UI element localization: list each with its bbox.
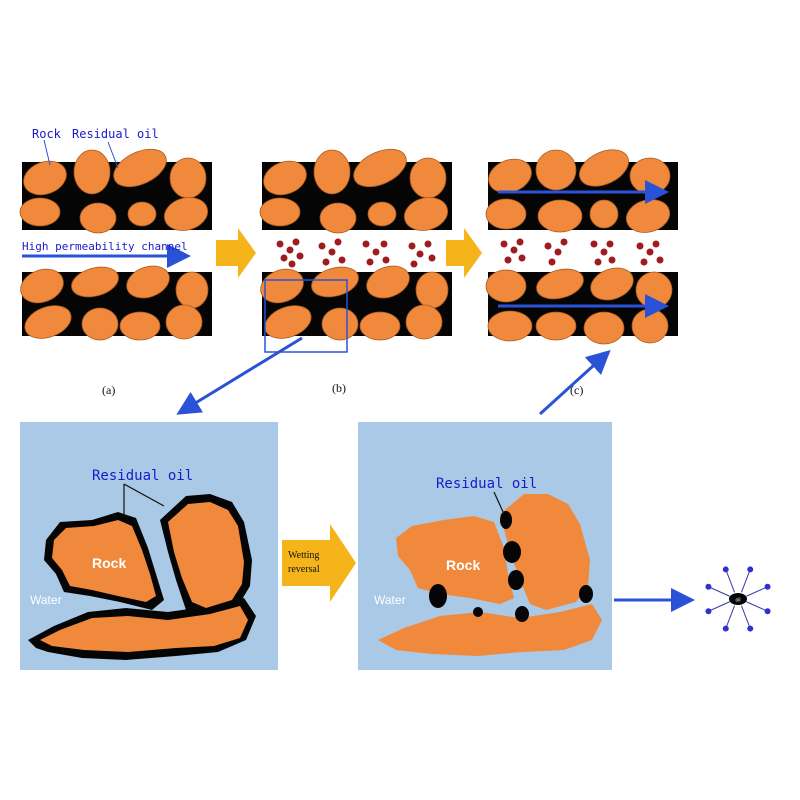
zoom-box	[264, 279, 348, 353]
rock-label: Rock	[446, 557, 480, 573]
yellow-arrow-a-b	[216, 228, 256, 278]
molecule-arm	[708, 601, 730, 612]
return-arrow	[538, 349, 611, 416]
rock-grains	[259, 148, 449, 341]
molecule-head	[705, 608, 712, 615]
molecule-arm	[746, 586, 768, 597]
wetting-reversal-arrow: Wetting reversal	[282, 524, 356, 602]
bottom-right-panel: Residual oil Rock Water	[358, 422, 612, 670]
wetting-line2: reversal	[288, 564, 320, 575]
yellow-arrow-b-c	[446, 228, 482, 278]
molecule-arm	[740, 569, 751, 593]
molecule-head	[764, 583, 771, 590]
water-label: Water	[374, 593, 406, 607]
molecule-arm	[725, 569, 736, 593]
panel-b: (b)	[259, 148, 452, 395]
rock-grains	[19, 148, 209, 341]
oil-pointer	[493, 491, 505, 515]
water-label: Water	[30, 593, 62, 607]
panel-c: (c)	[485, 149, 678, 397]
surfactant-molecule: oil	[705, 566, 771, 632]
bottom-left-panel: Residual oil Rock Water	[20, 422, 278, 670]
oil-pointer-right	[123, 483, 165, 507]
zoom-arrow	[176, 336, 303, 415]
surfactant-particles	[500, 238, 664, 266]
rock-pointer	[43, 139, 51, 166]
label-rock: Rock	[32, 127, 62, 141]
molecule-head	[722, 566, 729, 573]
caption-a: (a)	[102, 383, 115, 397]
molecule-arm	[708, 586, 730, 597]
molecule-core	[729, 593, 747, 605]
rock-grains	[485, 149, 673, 345]
molecule-core-label: oil	[735, 598, 740, 604]
label-channel: High permeability channel	[22, 240, 188, 253]
rock-label: Rock	[92, 555, 126, 571]
caption-b: (b)	[332, 381, 346, 395]
residual-oil-label: Residual oil	[436, 476, 537, 492]
molecule-arm	[740, 605, 751, 629]
rock-bodies	[40, 502, 248, 652]
oil-droplets	[429, 511, 593, 622]
residual-oil-pointer	[107, 141, 119, 169]
wetting-line1: Wetting	[288, 550, 319, 561]
molecule-head	[722, 625, 729, 632]
molecule-head	[747, 566, 754, 573]
molecule-head	[764, 608, 771, 615]
molecule-head	[747, 625, 754, 632]
label-residual-oil: Residual oil	[72, 127, 159, 141]
panel-a: Rock Residual oil High permeability chan…	[19, 127, 212, 397]
surfactant-particles	[276, 238, 436, 268]
molecule-head	[705, 583, 712, 590]
residual-oil-label: Residual oil	[92, 468, 193, 484]
molecule-arm	[746, 601, 768, 612]
caption-c: (c)	[570, 383, 583, 397]
molecule-arm	[725, 605, 736, 629]
